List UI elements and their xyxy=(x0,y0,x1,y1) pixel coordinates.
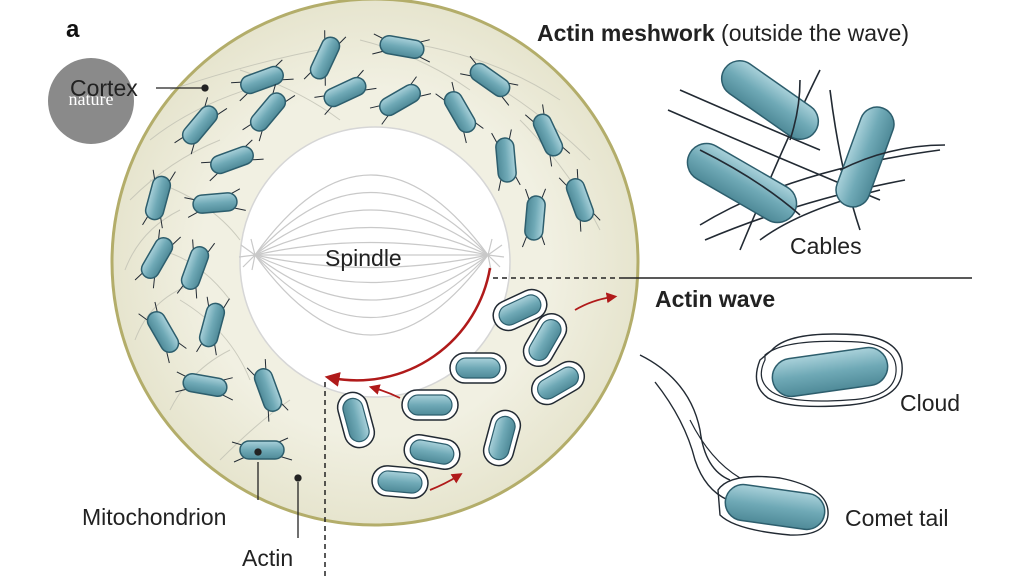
cloud-label: Cloud xyxy=(900,390,961,416)
cortex-label: Cortex xyxy=(70,75,138,101)
spindle xyxy=(238,126,511,398)
actin-wave-title: Actin wave xyxy=(655,286,776,312)
wave-arrow-1 xyxy=(574,292,618,311)
wave-arc xyxy=(324,267,492,387)
wave-arrow-3 xyxy=(429,473,463,491)
actin-label: Actin xyxy=(242,545,294,571)
meshwork-title: Actin meshwork (outside the wave) xyxy=(537,22,909,45)
leader-lines xyxy=(156,84,302,538)
cortex-mitochondria xyxy=(134,30,601,463)
mitochondrion-label: Mitochondrion xyxy=(82,504,227,530)
meshwork-title-rest: (outside the wave) xyxy=(721,20,909,46)
cables-label: Cables xyxy=(790,233,862,259)
wave-mitochondria xyxy=(336,288,586,499)
cloud-detail xyxy=(755,333,903,408)
meshwork-title-bold: Actin meshwork xyxy=(537,20,715,46)
comet-detail xyxy=(639,354,829,536)
panel-label: a xyxy=(66,16,80,43)
comet-tail-label: Comet tail xyxy=(845,505,949,531)
spindle-label: Spindle xyxy=(325,245,402,271)
meshwork-detail xyxy=(667,60,946,251)
nature-logo: nature xyxy=(48,58,134,144)
wave-arrow-2 xyxy=(368,384,401,399)
logo-text: nature xyxy=(68,89,114,109)
